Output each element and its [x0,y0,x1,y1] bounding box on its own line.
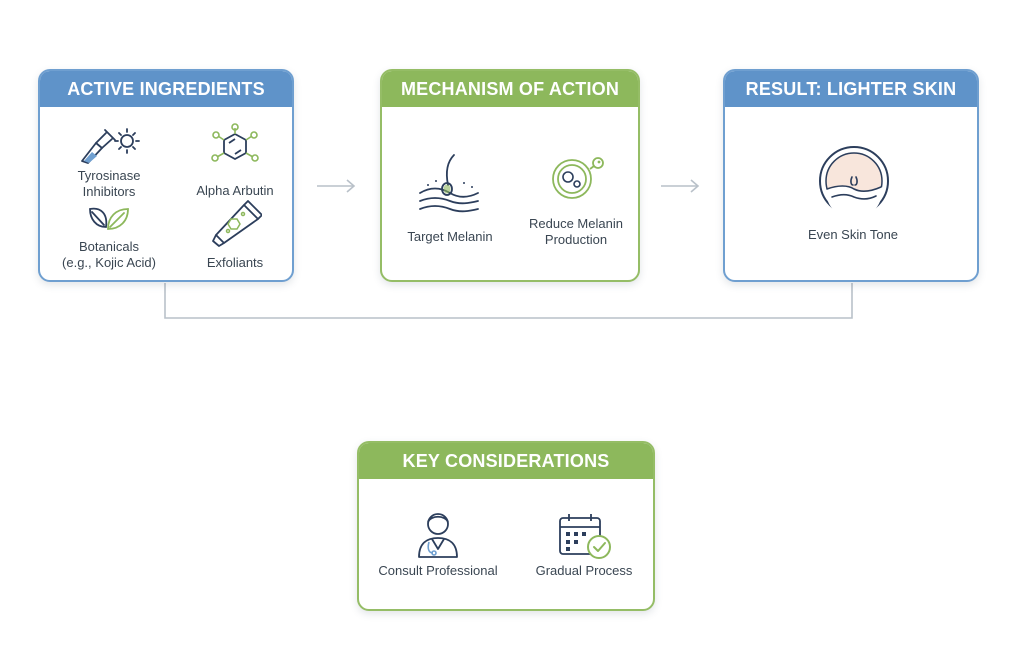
arrow-mechanism-to-result [661,179,700,193]
result-card: RESULT: LIGHTER SKIN Even Skin Tone [723,69,979,282]
mechanism-card: MECHANISM OF ACTION Target Melanin Reduc… [380,69,640,282]
dropper-sun-icon [81,128,140,164]
cell-icon [552,157,604,199]
feedback-line [164,283,853,319]
active-ingredients-title: ACTIVE INGREDIENTS [40,71,292,107]
consideration-item: Gradual Process [535,563,633,578]
leaves-icon [89,207,129,230]
considerations-title: KEY CONSIDERATIONS [359,443,653,479]
ingredient-item: Botanicals (e.g., Kojic Acid) [62,239,156,270]
active-ingredients-card: ACTIVE INGREDIENTS Tyrosinase Inhibitors… [38,69,294,282]
ingredient-item: Alpha Arbutin [196,183,274,198]
result-item: Even Skin Tone [807,227,899,242]
molecule-icon [211,123,259,162]
consideration-item: Consult Professional [378,563,498,578]
arrow-active-to-mechanism [317,179,356,193]
considerations-card: KEY CONSIDERATIONS Consult Professional [357,441,655,611]
doctor-icon [418,513,458,558]
skin-layer-icon [419,154,479,213]
mechanism-item: Target Melanin [407,229,493,244]
mechanism-title: MECHANISM OF ACTION [382,71,638,107]
result-title: RESULT: LIGHTER SKIN [725,71,977,107]
calendar-check-icon [559,514,611,559]
mechanism-item: Reduce Melanin Production [529,216,623,247]
skin-circle-icon [819,146,889,217]
tube-icon [212,200,262,247]
ingredient-item: Tyrosinase Inhibitors [77,168,141,199]
ingredient-item: Exfoliants [206,255,264,270]
